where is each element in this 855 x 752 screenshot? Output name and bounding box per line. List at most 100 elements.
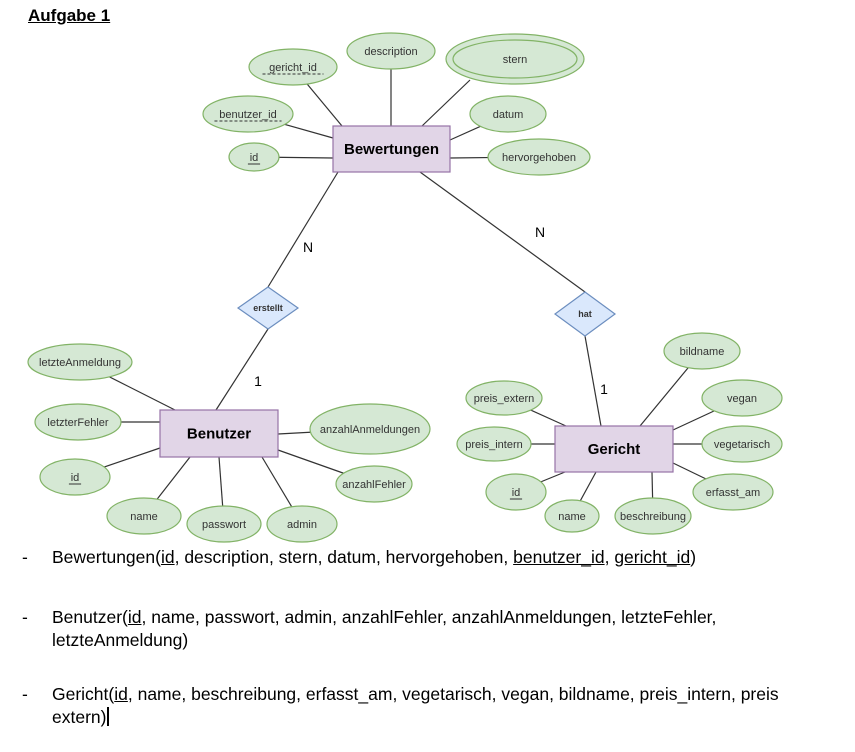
attribute-bw-gericht-id: gericht_id <box>248 48 338 86</box>
attribute-ellipse <box>186 505 262 543</box>
schema-text: Gericht(id, name, beschreibung, erfasst_… <box>52 683 832 729</box>
relationship-hat: hat <box>553 291 617 337</box>
key-attribute: gericht_id <box>614 547 691 567</box>
entity-box <box>554 425 674 473</box>
relationship-diamond <box>553 291 617 337</box>
attributes: gericht_id description stern benutzer_id dat… <box>27 32 783 543</box>
cardinality-hat-bewertungen: N <box>535 224 545 240</box>
attribute-label: erfasst_am <box>706 487 760 499</box>
schema-fragment: ) <box>690 547 697 567</box>
list-bullet: - <box>22 607 28 627</box>
attribute-bw-description: description <box>346 32 436 70</box>
relationship-line <box>215 328 269 411</box>
schema-text: Bewertungen(id, description, stern, datu… <box>52 546 832 569</box>
attribute-label: anzahlFehler <box>342 479 406 491</box>
attribute-label: benutzer_id <box>219 109 277 121</box>
list-bullet: - <box>22 547 28 567</box>
attribute-bw-datum: datum <box>469 95 547 133</box>
attribute-ellipse-inner <box>452 39 578 79</box>
cardinality-hat-gericht: 1 <box>600 381 608 397</box>
attribute-gr-vegetarisch: vegetarisch <box>701 425 783 463</box>
attribute-ellipse <box>309 403 431 455</box>
attribute-bn-anzahlfehler: anzahlFehler <box>335 465 413 503</box>
attribute-ellipse <box>266 505 338 543</box>
attribute-gr-erfasst-am: erfasst_am <box>692 473 774 511</box>
cardinality-erstellt-bewertungen: N <box>303 239 313 255</box>
attribute-bn-letzteanmeldung: letzteAnmeldung <box>27 343 133 381</box>
entity-box <box>332 125 451 173</box>
cardinalities: N 1 N 1 <box>254 224 608 397</box>
attribute-gr-preis-extern: preis_extern <box>465 380 543 416</box>
attribute-bn-name: name <box>106 497 182 535</box>
page-title: Aufgabe 1 <box>28 6 111 25</box>
attribute-bn-id: id <box>39 458 111 496</box>
attribute-ellipse <box>248 48 338 86</box>
attribute-label: preis_extern <box>474 393 535 405</box>
attribute-bw-stern: stern <box>445 33 585 85</box>
attribute-bw-benutzer-id: benutzer_id <box>202 95 294 133</box>
schema-fragment: Benutzer( <box>52 607 128 627</box>
attribute-line <box>421 79 471 127</box>
schema-text: Benutzer(id, name, passwort, admin, anza… <box>52 606 832 652</box>
attribute-label: description <box>364 46 417 58</box>
schema-fragment: , name, beschreibung, erfasst_am, vegeta… <box>52 684 779 727</box>
schema-fragment: , <box>604 547 615 567</box>
relationship-line <box>267 171 339 288</box>
attribute-ellipse <box>692 473 774 511</box>
attribute-ellipse <box>465 380 543 416</box>
attribute-label: name <box>130 511 158 523</box>
schema-fragment: Gericht( <box>52 684 115 704</box>
attribute-ellipse <box>701 425 783 463</box>
entity-bewertungen: Bewertungen <box>332 125 451 173</box>
attribute-label: passwort <box>202 519 246 531</box>
attribute-ellipse <box>335 465 413 503</box>
attribute-ellipse <box>34 403 122 441</box>
attribute-label: beschreibung <box>620 511 686 523</box>
relationship-label: hat <box>578 309 592 319</box>
attribute-gr-vegan: vegan <box>701 379 783 417</box>
attribute-label: gericht_id <box>269 62 317 74</box>
entity-label: Bewertungen <box>344 141 439 158</box>
attribute-label: bildname <box>680 346 725 358</box>
relationship-erstellt: erstellt <box>236 286 300 330</box>
attribute-label: stern <box>503 54 527 66</box>
relationship-line <box>419 171 586 293</box>
attribute-ellipse <box>701 379 783 417</box>
attribute-label: id <box>71 472 80 484</box>
schema-fragment: , name, passwort, admin, anzahlFehler, a… <box>52 607 717 650</box>
entity-benutzer: Benutzer <box>159 409 279 458</box>
cardinality-erstellt-benutzer: 1 <box>254 373 262 389</box>
text-cursor <box>107 707 109 726</box>
key-attribute: id <box>160 547 175 567</box>
attribute-ellipse <box>485 473 547 511</box>
attribute-ellipse <box>228 142 280 172</box>
key-attribute: id <box>114 684 128 704</box>
attribute-ellipse <box>27 343 133 381</box>
attribute-label: datum <box>493 109 524 121</box>
attribute-label: id <box>250 152 259 164</box>
attribute-ellipse <box>106 497 182 535</box>
attribute-label: admin <box>287 519 317 531</box>
attribute-bn-admin: admin <box>266 505 338 543</box>
attribute-ellipse <box>202 95 294 133</box>
attribute-label: hervorgehoben <box>502 152 576 164</box>
entity-gericht: Gericht <box>554 425 674 473</box>
attribute-gr-bildname: bildname <box>663 332 741 370</box>
attribute-ellipse <box>346 32 436 70</box>
attribute-ellipse <box>469 95 547 133</box>
key-attribute: id <box>127 607 142 627</box>
attribute-bn-passwort: passwort <box>186 505 262 543</box>
attribute-bn-letzterfehler: letzterFehler <box>34 403 122 441</box>
list-bullet: - <box>22 684 28 704</box>
attribute-ellipse <box>544 499 600 533</box>
schema-fragment: Bewertungen( <box>52 547 161 567</box>
attribute-ellipse <box>39 458 111 496</box>
attribute-gr-name: name <box>544 499 600 533</box>
schema-fragment: , description, stern, datum, hervorgehob… <box>174 547 514 567</box>
attribute-ellipse <box>456 426 532 462</box>
attribute-ellipse <box>487 138 591 176</box>
relationship-diamond <box>236 286 300 330</box>
attribute-label: id <box>512 487 521 499</box>
attribute-ellipse <box>614 497 692 535</box>
relationships: erstellt hat <box>236 286 617 337</box>
